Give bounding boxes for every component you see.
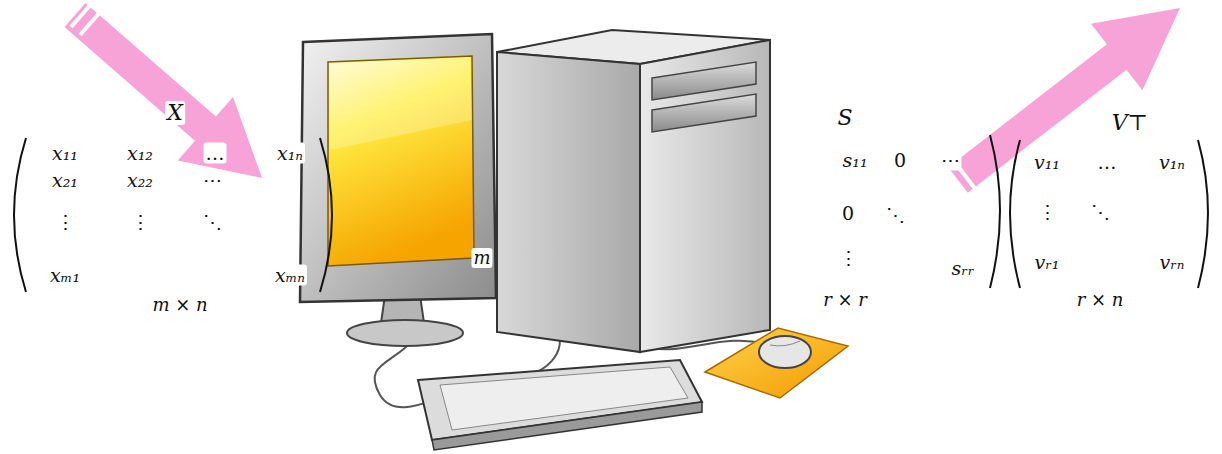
output-arrow (948, 8, 1180, 197)
dimension-label: m × n (150, 295, 209, 315)
mouse (705, 328, 848, 398)
matrix-entry: x₁₂ (125, 143, 155, 164)
dimension-label: r × n (1075, 290, 1126, 310)
ellipsis: ⋮ (54, 212, 77, 233)
matrix-entry: xₘ₁ (48, 265, 82, 286)
matrix-entry: 0 (840, 203, 856, 224)
input-arrow (65, 2, 263, 178)
matrix-name: X (165, 101, 185, 125)
matrix-entry: v₁₁ (1032, 152, 1062, 173)
ellipsis: ⋮ (837, 248, 860, 269)
matrix-brackets (14, 135, 1208, 292)
ellipsis: ⋮ (129, 212, 152, 233)
ellipsis: … (204, 143, 227, 164)
ellipsis: ⋱ (884, 205, 907, 226)
matrix-entry: x₂₂ (125, 170, 155, 191)
tower (497, 30, 770, 352)
ellipsis: ⋯ (939, 150, 962, 171)
matrix-entry: s₁₁ (841, 150, 870, 171)
matrix-entry: vᵣ₁ (1033, 252, 1062, 273)
ellipsis: ⋯ (201, 170, 224, 191)
matrix-entry: v₁ₙ (1157, 152, 1187, 173)
matrix-name: V⊤ (1110, 111, 1151, 135)
ellipsis: … (1096, 152, 1119, 173)
matrix-entry: x₁₁ (50, 143, 80, 164)
ellipsis: ⋱ (1089, 202, 1112, 223)
ellipsis: ⋮ (1036, 202, 1059, 223)
monitor (300, 34, 496, 346)
matrix-entry: 0 (892, 150, 908, 171)
keyboard (418, 360, 702, 450)
dimension-label: m (471, 248, 492, 268)
matrix-entry: x₁ₙ (275, 143, 305, 164)
ellipsis: ⋱ (201, 212, 224, 233)
matrix-entry: sᵣᵣ (950, 258, 977, 279)
matrix-entry: x₂₁ (50, 170, 80, 191)
matrix-entry: vᵣₙ (1157, 252, 1186, 273)
dimension-label: r × r (821, 290, 869, 310)
matrix-name: S (835, 106, 854, 130)
matrix-entry: xₘₙ (273, 265, 307, 286)
